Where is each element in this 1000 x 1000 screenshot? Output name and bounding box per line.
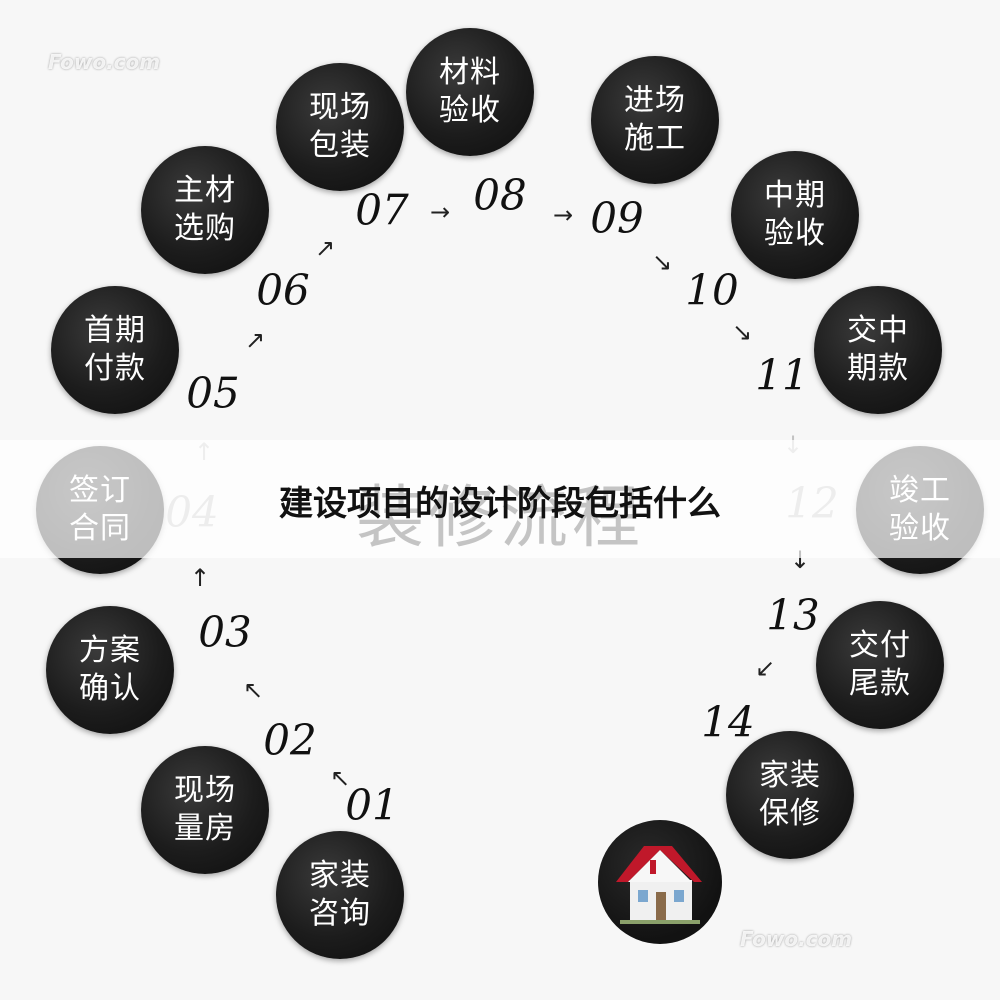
step-circle-07: 现场包装	[276, 63, 404, 191]
flow-arrow-icon: ↑	[189, 564, 211, 592]
step-label-line1: 材料	[439, 55, 501, 90]
step-number-02: 02	[263, 715, 317, 765]
diagram-title: 装修流程	[355, 479, 644, 558]
step-circle-09: 进场施工	[591, 56, 719, 184]
step-label-line2: 施工	[624, 121, 686, 156]
step-number-06: 06	[256, 265, 310, 315]
watermark-logo-bottom: Fowo.com	[740, 927, 853, 951]
step-circle-05: 首期付款	[51, 286, 179, 414]
step-circle-14: 家装保修	[726, 731, 854, 859]
step-circle-08: 材料验收	[406, 28, 534, 156]
step-label-line1: 交中	[847, 313, 909, 348]
step-label-line1: 方案	[79, 633, 141, 668]
step-label-line1: 进场	[624, 83, 686, 118]
step-label-line1: 中期	[764, 178, 826, 213]
step-circle-10: 中期验收	[731, 151, 859, 279]
flow-arrow-icon: ↙	[754, 654, 776, 682]
flow-arrow-icon: ↘	[731, 318, 753, 346]
house-badge	[598, 820, 722, 944]
step-label-line1: 家装	[309, 858, 371, 893]
step-circle-03: 方案确认	[46, 606, 174, 734]
step-label-line1: 现场	[309, 90, 371, 125]
step-circle-13: 交付尾款	[816, 601, 944, 729]
step-number-11: 11	[755, 350, 809, 400]
step-number-03: 03	[198, 607, 252, 657]
step-circle-02: 现场量房	[141, 746, 269, 874]
step-number-10: 10	[685, 265, 739, 315]
step-label-line2: 尾款	[849, 666, 911, 701]
step-circle-11: 交中期款	[814, 286, 942, 414]
step-label-line2: 量房	[174, 811, 236, 846]
house-icon	[616, 846, 702, 924]
step-circle-06: 主材选购	[141, 146, 269, 274]
step-circle-01: 家装咨询	[276, 831, 404, 959]
step-number-13: 13	[766, 590, 820, 640]
flow-arrow-icon: ↗	[314, 234, 336, 262]
step-label-line2: 验收	[439, 93, 501, 128]
step-label-line1: 现场	[174, 773, 236, 808]
step-label-line2: 验收	[764, 216, 826, 251]
step-label-line2: 咨询	[309, 896, 371, 931]
step-label-line2: 选购	[174, 211, 236, 246]
flow-arrow-icon: →	[552, 201, 574, 229]
flow-arrow-icon: ↖	[242, 676, 264, 704]
flow-arrow-icon: ↘	[651, 248, 673, 276]
step-label-line1: 交付	[849, 628, 911, 663]
title-band	[0, 440, 1000, 558]
headline: 建设项目的设计阶段包括什么	[279, 484, 721, 524]
step-number-05: 05	[186, 368, 240, 418]
flow-arrow-icon: →	[429, 198, 451, 226]
flow-arrow-icon: ↗	[244, 326, 266, 354]
step-number-07: 07	[355, 185, 409, 235]
flow-arrow-icon: ↖	[329, 764, 351, 792]
step-label-line2: 期款	[847, 351, 909, 386]
step-number-09: 09	[590, 193, 644, 243]
step-label-line1: 首期	[84, 313, 146, 348]
step-label-line1: 家装	[759, 758, 821, 793]
step-label-line1: 主材	[174, 173, 236, 208]
step-number-14: 14	[701, 697, 755, 747]
step-number-08: 08	[473, 170, 527, 220]
watermark-logo-top: Fowo.com	[48, 50, 161, 74]
step-label-line2: 包装	[309, 128, 371, 163]
step-number-01: 01	[345, 780, 399, 830]
step-label-line2: 保修	[759, 796, 821, 831]
step-label-line2: 确认	[79, 671, 141, 706]
step-label-line2: 付款	[84, 351, 146, 386]
